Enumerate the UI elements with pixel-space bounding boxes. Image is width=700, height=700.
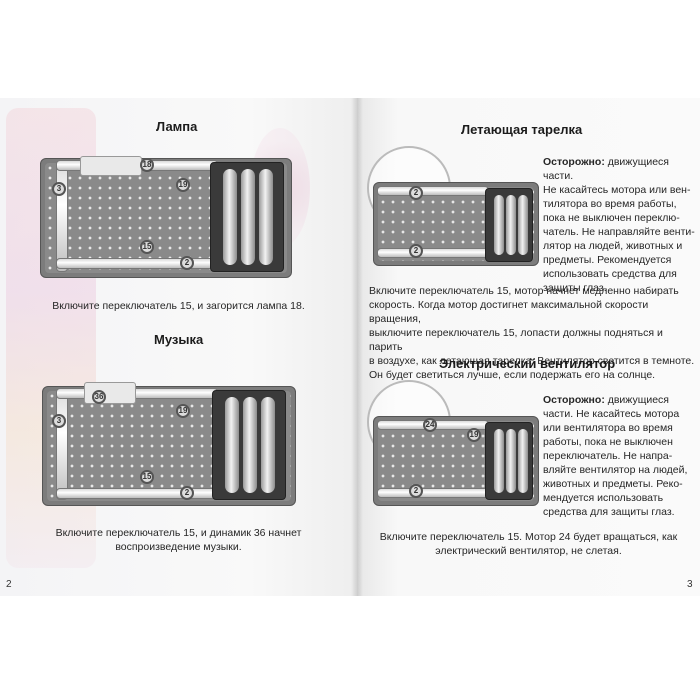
electric-fan-caption: Включите переключатель 15. Мотор 24 буде… bbox=[379, 531, 678, 557]
node-label: 19 bbox=[176, 178, 190, 192]
page-number: 2 bbox=[6, 579, 12, 590]
lamp-component bbox=[80, 156, 142, 176]
node-label: 3 bbox=[52, 414, 66, 428]
node-label: 18 bbox=[140, 158, 154, 172]
node-label: 15 bbox=[140, 470, 154, 484]
flying-saucer-paragraph: Включите переключатель 15, мотор начнет … bbox=[369, 285, 695, 381]
book-spread: Лампа 3 18 19 15 2 Включите переключател… bbox=[0, 98, 700, 596]
page-number: 3 bbox=[687, 579, 693, 590]
left-page: Лампа 3 18 19 15 2 Включите переключател… bbox=[0, 98, 357, 596]
node-label: 2 bbox=[180, 256, 194, 270]
electric-fan-heading: Электрический вентилятор bbox=[439, 356, 616, 371]
right-page: Летающая тарелка 2 2 Осторожно: движущие… bbox=[357, 98, 700, 596]
battery-holder bbox=[485, 188, 533, 262]
node-label: 2 bbox=[409, 484, 423, 498]
electric-fan-warning: Осторожно: движущиеся части. Не касайтес… bbox=[543, 394, 688, 518]
node-label: 2 bbox=[409, 186, 423, 200]
flying-saucer-warning: Осторожно: движущиеся части. Не касайтес… bbox=[543, 156, 695, 294]
node-label: 2 bbox=[180, 486, 194, 500]
lamp-caption: Включите переключатель 15, и загорится л… bbox=[52, 300, 305, 312]
music-heading: Музыка bbox=[154, 332, 204, 347]
node-label: 15 bbox=[140, 240, 154, 254]
flying-saucer-heading: Летающая тарелка bbox=[461, 122, 583, 137]
battery-holder bbox=[212, 390, 286, 500]
node-label: 2 bbox=[409, 244, 423, 258]
music-caption: Включите переключатель 15, и динамик 36 … bbox=[55, 527, 302, 553]
node-label: 24 bbox=[423, 418, 437, 432]
book-gutter bbox=[351, 98, 363, 596]
node-label: 3 bbox=[52, 182, 66, 196]
node-label: 36 bbox=[92, 390, 106, 404]
node-label: 19 bbox=[176, 404, 190, 418]
lamp-heading: Лампа bbox=[156, 119, 198, 134]
battery-holder bbox=[485, 422, 533, 500]
battery-holder bbox=[210, 162, 284, 272]
node-label: 19 bbox=[467, 428, 481, 442]
